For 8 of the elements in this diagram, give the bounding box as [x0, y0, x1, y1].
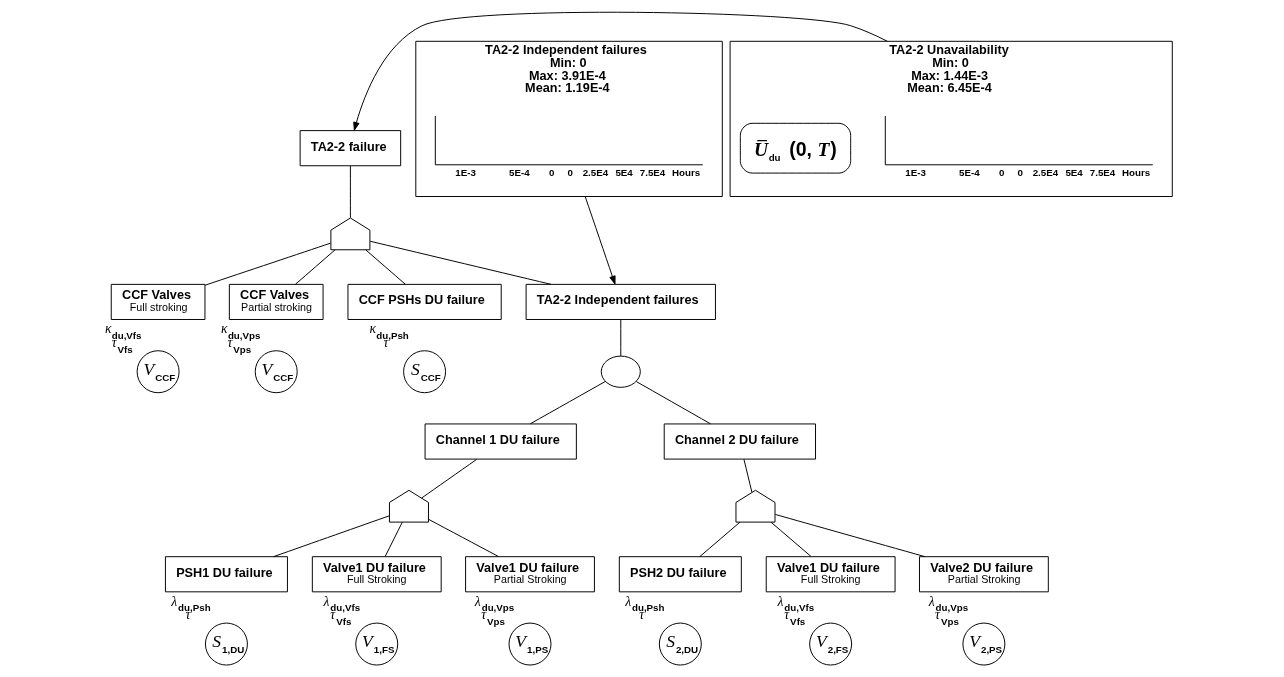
node-label: λ$_{du,Vfs}$	[776, 593, 814, 614]
node-text: 1E-3 5E-4 0 0 2.5E4 5E4 7.5E4 Hours	[904, 166, 1150, 178]
node-label: λ$_{du,Psh}$	[624, 593, 665, 614]
node-text: 1E-3 5E-4 0 0 2.5E4 5E4 7.5E4 Hours	[454, 166, 700, 178]
node-label: λ$_{du,Psh}$	[170, 593, 211, 614]
node-label: κ$_{du,Vps}$	[220, 321, 260, 341]
node-label: λ$_{du,Vfs}$	[323, 593, 360, 614]
node-label: κ$_{du,Vfs}$	[104, 321, 142, 341]
